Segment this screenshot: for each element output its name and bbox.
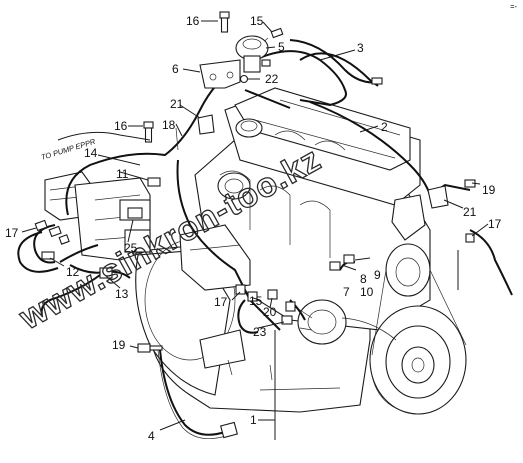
callout-10: 10 [360, 285, 374, 299]
wiring-harness [17, 39, 513, 440]
callout-12: 12 [66, 265, 80, 279]
callout-11: 11 [116, 167, 129, 181]
callout-8: 8 [360, 272, 367, 286]
corner-mark: =- [510, 2, 517, 11]
bolt-16-left [143, 121, 154, 129]
callout-6: 6 [172, 62, 179, 76]
callout-18: 18 [162, 118, 176, 132]
callout-4: 4 [148, 429, 155, 443]
callout-2: 2 [381, 120, 388, 134]
callout-17-center: 17 [214, 295, 228, 309]
callout-23: 23 [253, 325, 267, 339]
callout-25: 25 [124, 241, 138, 255]
callout-16-top: 16 [186, 14, 200, 28]
callout-5: 5 [278, 40, 285, 54]
callout-15-top: 15 [250, 14, 264, 28]
callout-17-left: 17 [5, 226, 19, 240]
bolt-16-top [219, 11, 230, 19]
leader-lines [21, 20, 489, 431]
callout-14: 14 [84, 146, 98, 160]
bolt-19-bottom [137, 343, 151, 353]
callout-19-bottom: 19 [112, 338, 126, 352]
callout-16-left: 16 [114, 119, 128, 133]
callout-22: 22 [265, 72, 279, 86]
callout-21-top: 21 [170, 97, 184, 111]
callout-20: 20 [263, 305, 277, 319]
bracket-6 [199, 59, 241, 89]
callout-3: 3 [357, 41, 364, 55]
callout-17-right: 17 [488, 217, 502, 231]
engine-block [135, 87, 467, 415]
callout-19-right: 19 [482, 183, 496, 197]
callout-labels: 16 15 5 3 6 22 21 2 16 18 14 11 19 21 17… [5, 14, 502, 443]
callout-1: 1 [250, 413, 257, 427]
callout-13: 13 [115, 287, 129, 301]
callout-21-right: 21 [463, 205, 477, 219]
bolt-15-top [270, 27, 284, 39]
callout-15-center: 15 [249, 294, 263, 308]
starter-assembly [44, 171, 151, 261]
components [34, 11, 476, 353]
callout-9: 9 [374, 268, 381, 282]
callout-7: 7 [343, 285, 350, 299]
